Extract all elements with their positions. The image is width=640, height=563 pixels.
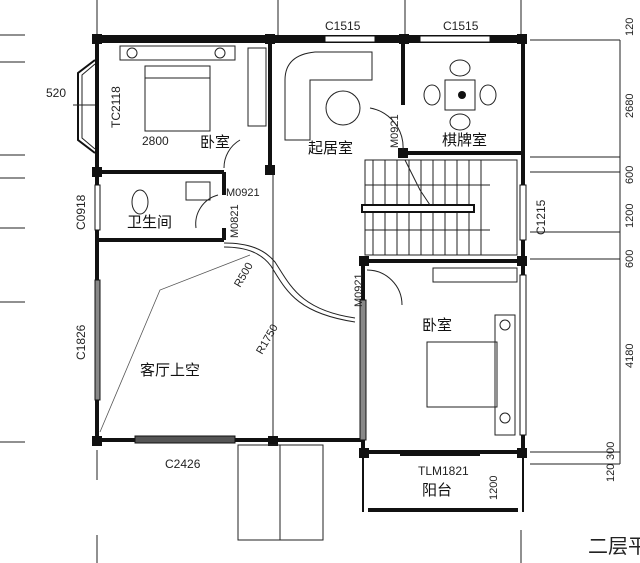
door-label-bedroom-se: M0921 — [353, 273, 365, 307]
room-label-bedroom-se: 卧室 — [422, 316, 452, 334]
dim-balcony-depth: 1200 — [488, 476, 500, 500]
staircase — [361, 159, 518, 256]
dim-chain-0: 120 — [624, 18, 636, 36]
bed-se — [426, 267, 518, 436]
window-label-east: C1215 — [534, 199, 548, 235]
dim-bed-width: 2800 — [142, 134, 169, 148]
dim-chain-2: 600 — [624, 166, 636, 184]
window-label-south: C2426 — [165, 457, 201, 471]
room-label-balcony: 阳台 — [422, 481, 452, 499]
room-label-chess-room: 棋牌室 — [442, 131, 487, 149]
axis-lines — [0, 0, 621, 563]
dim-chain-6: 300 — [605, 442, 617, 460]
dim-chain-3: 1200 — [624, 204, 636, 228]
bed-nw — [119, 45, 267, 132]
door-label-chess: M0921 — [389, 114, 401, 148]
dim-chain-1: 2680 — [624, 94, 636, 118]
dim-radius-large: R1750 — [254, 322, 281, 356]
chess-table — [423, 59, 497, 131]
porch-outline — [237, 444, 324, 541]
room-label-hall-void: 客厅上空 — [140, 361, 200, 379]
door-label-balcony: TLM1821 — [418, 464, 469, 478]
window-label-top-left: C1515 — [325, 19, 361, 33]
window-openings — [94, 35, 527, 456]
columns — [92, 34, 527, 458]
room-label-bedroom-nw: 卧室 — [200, 133, 230, 151]
door-label-bath-a: M0921 — [226, 187, 260, 199]
room-label-bathroom: 卫生间 — [127, 213, 172, 231]
door-label-bath-b: M0821 — [229, 204, 241, 238]
window-label-bay: TC2118 — [109, 86, 123, 128]
dim-bay-depth: 520 — [46, 86, 66, 100]
sofa — [284, 51, 373, 141]
window-label-bath: C0918 — [74, 194, 88, 230]
room-label-living-room: 起居室 — [308, 139, 353, 157]
dim-chain-7: 120 — [605, 464, 617, 482]
dim-radius-small: R500 — [232, 261, 256, 290]
curved-wall — [99, 242, 356, 433]
dim-chain-5: 4180 — [624, 344, 636, 368]
bath-fixtures — [131, 181, 211, 215]
bay-window — [73, 59, 96, 154]
dim-chain-4: 600 — [624, 250, 636, 268]
door-swings — [195, 107, 404, 306]
window-label-west: C1826 — [74, 324, 88, 360]
window-label-top-right: C1515 — [443, 19, 479, 33]
plan-title: 二层平 — [588, 534, 640, 558]
